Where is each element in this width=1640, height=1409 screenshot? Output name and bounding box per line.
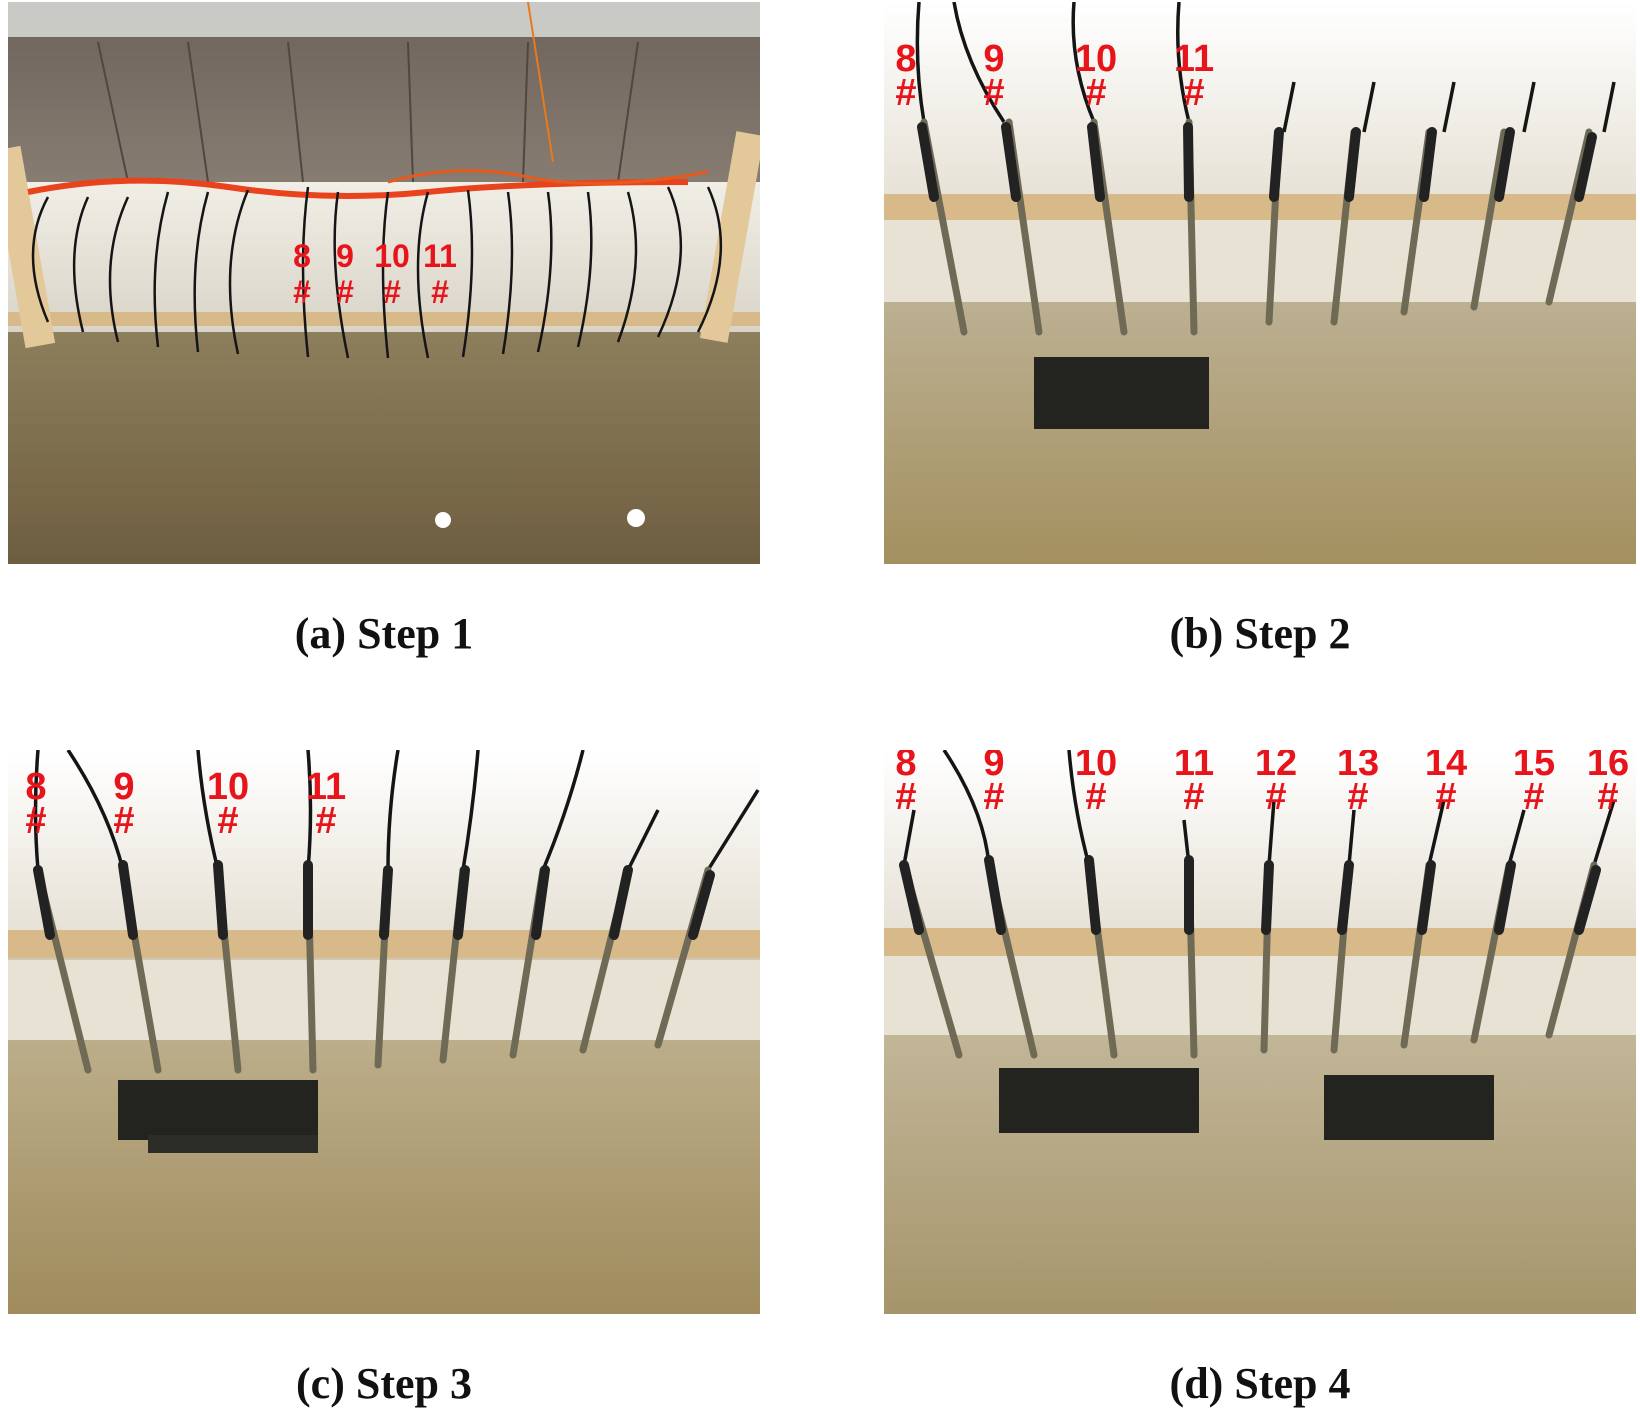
electrode-closeup-photo — [884, 750, 1636, 1314]
electrode-label-10: 10# — [1074, 38, 1118, 114]
photo-panel-step-3: 8# 9# 10# 11# — [8, 750, 760, 1314]
electrode-label-9: 9# — [983, 38, 1005, 114]
electrode-label-9: 9# — [983, 750, 1005, 818]
electrode-label-14: 14# — [1424, 750, 1468, 818]
electrode-label-8: 8# — [895, 38, 917, 114]
electrode-label-11: 11# — [1173, 38, 1215, 114]
electrode-label-9: 9# — [336, 238, 354, 310]
electrode-label-11: 11# — [305, 766, 347, 842]
caption-step-4: (d) Step 4 — [1169, 1359, 1351, 1408]
electrode-label-15: 15# — [1512, 750, 1556, 818]
electrode-label-12: 12# — [1254, 750, 1298, 818]
electrode-label-11: 11# — [1173, 750, 1215, 818]
electrode-label-13: 13# — [1336, 750, 1380, 818]
caption-step-2: (b) Step 2 — [1169, 609, 1351, 658]
electrode-label-16: 16# — [1586, 750, 1630, 818]
electrode-label-11: 11# — [423, 238, 457, 310]
electrode-label-8: 8# — [293, 238, 311, 310]
electrode-label-10: 10# — [374, 238, 410, 310]
electrode-label-8: 8# — [895, 750, 917, 818]
electrode-label-9: 9# — [113, 766, 135, 842]
caption-step-1: (a) Step 1 — [294, 609, 474, 658]
electrode-label-8: 8# — [25, 766, 47, 842]
electrode-closeup-photo — [884, 2, 1636, 564]
electrode-closeup-photo — [8, 750, 760, 1314]
photo-panel-step-2: 8# 9# 10# 11# — [884, 2, 1636, 564]
tank-overview-photo — [8, 2, 760, 564]
caption-step-3: (c) Step 3 — [296, 1359, 472, 1408]
electrode-label-10: 10# — [1074, 750, 1118, 818]
electrode-label-10: 10# — [206, 766, 250, 842]
photo-panel-step-4: 8# 9# 10# 11# 12# 13# 14# 15# 16# — [884, 750, 1636, 1314]
photo-panel-step-1: 8# 9# 10# 11# — [8, 2, 760, 564]
